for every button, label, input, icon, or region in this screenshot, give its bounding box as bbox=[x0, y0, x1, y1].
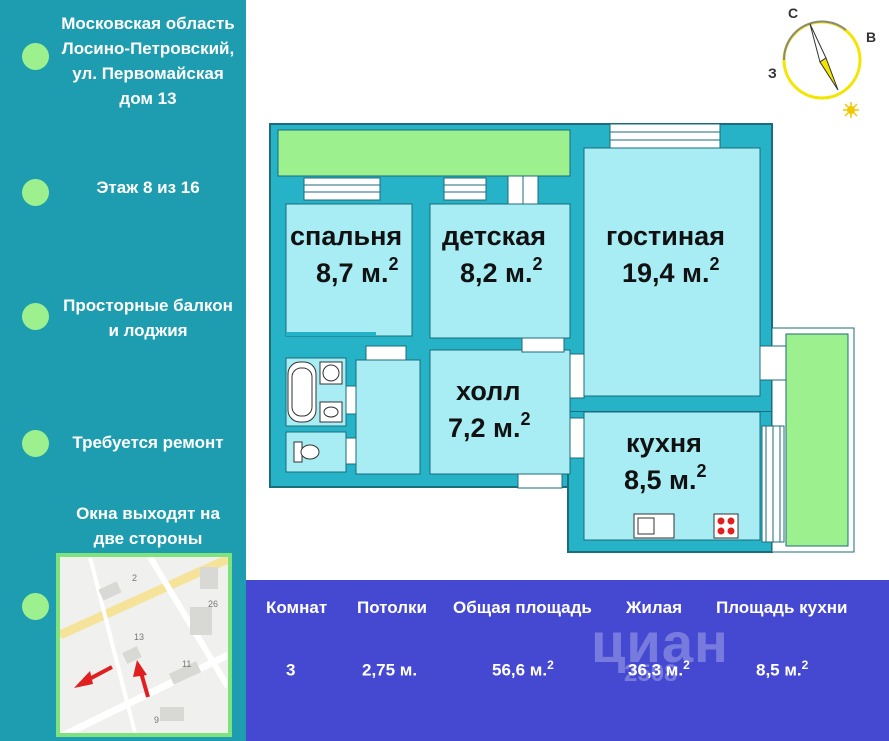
door bbox=[569, 353, 585, 399]
kitchen-sink-icon bbox=[633, 513, 675, 539]
compass-west: З bbox=[768, 65, 777, 81]
header-living-area: Жилая bbox=[626, 598, 682, 617]
header-total-area: Общая площадь bbox=[453, 598, 592, 617]
floor-plan: С В З bbox=[246, 0, 889, 580]
map-svg: 2 26 13 11 9 bbox=[60, 557, 228, 733]
watermark-phone: 2508 bbox=[624, 660, 678, 687]
balcony-door bbox=[507, 175, 539, 205]
door bbox=[345, 437, 357, 465]
floor-plan-svg: С В З bbox=[269, 5, 876, 553]
room-area: 7,2 м.2 bbox=[448, 409, 531, 443]
map-label: 11 bbox=[182, 659, 191, 669]
summary-bar: циан 2508 Комнат Потолки Общая площадь Ж… bbox=[246, 580, 889, 741]
window bbox=[303, 177, 381, 201]
map-label: 9 bbox=[154, 715, 159, 725]
sun-icon bbox=[843, 102, 859, 118]
header-ceilings: Потолки bbox=[357, 598, 428, 617]
value-total-area: 56,6 м.2 bbox=[492, 658, 554, 680]
compass-north: С bbox=[788, 5, 798, 21]
living-room bbox=[583, 147, 761, 397]
floor-text: Этаж 8 из 16 bbox=[96, 178, 200, 197]
balcony-text: Просторные балкон и лоджия bbox=[50, 293, 246, 343]
balcony bbox=[277, 129, 571, 177]
windows-text: Окна выходят на две стороны bbox=[50, 501, 246, 551]
bullet-icon bbox=[22, 303, 49, 330]
kids-room bbox=[429, 203, 571, 339]
door bbox=[521, 337, 565, 353]
window bbox=[443, 177, 487, 201]
door bbox=[759, 345, 787, 381]
balcony-line: Просторные балкон bbox=[63, 296, 233, 315]
value-living-area: 36,3 м.2 bbox=[628, 658, 690, 680]
arrow-icon bbox=[133, 660, 150, 698]
address-line: Московская область bbox=[61, 14, 235, 33]
value-rooms: 3 bbox=[286, 660, 296, 680]
window bbox=[609, 123, 721, 149]
bathtub-icon bbox=[287, 361, 317, 423]
header-rooms: Комнат bbox=[266, 598, 328, 617]
loggia bbox=[785, 333, 849, 547]
room-name: холл bbox=[456, 376, 520, 406]
toilet-icon bbox=[293, 441, 320, 463]
arrow-icon bbox=[74, 665, 113, 688]
corridor bbox=[355, 359, 421, 475]
room-name: детская bbox=[442, 221, 546, 251]
map-label: 13 bbox=[134, 632, 144, 642]
watermark: циан bbox=[591, 611, 729, 674]
bullet-icon bbox=[22, 43, 49, 70]
balcony-line: и лоджия bbox=[108, 321, 188, 340]
room-name: гостиная bbox=[606, 221, 725, 251]
door bbox=[345, 385, 357, 415]
compass-icon: С В З bbox=[768, 5, 876, 118]
bullet-icon bbox=[22, 179, 49, 206]
bedroom bbox=[285, 203, 413, 337]
compass-east: В bbox=[866, 29, 876, 45]
room-area: 8,2 м.2 bbox=[460, 254, 543, 288]
map-label: 2 bbox=[132, 573, 137, 583]
bullet-icon bbox=[22, 430, 49, 457]
room-area: 8,5 м.2 bbox=[624, 461, 707, 495]
sink-icon bbox=[319, 401, 343, 423]
door bbox=[365, 345, 407, 361]
windows-line: две стороны bbox=[93, 529, 203, 548]
address-line: дом 13 bbox=[119, 89, 177, 108]
windows-line: Окна выходят на bbox=[76, 504, 220, 523]
hall bbox=[429, 349, 571, 475]
door bbox=[569, 417, 585, 459]
stove-icon bbox=[713, 513, 739, 539]
room-name: спальня bbox=[290, 221, 402, 251]
room-area: 19,4 м.2 bbox=[622, 254, 720, 288]
map-label: 26 bbox=[208, 599, 218, 609]
address-text: Московская область Лосино-Петровский, ул… bbox=[50, 11, 246, 111]
value-ceilings: 2,75 м. bbox=[362, 660, 418, 680]
bullet-icon bbox=[22, 593, 49, 620]
location-map: 2 26 13 11 9 bbox=[56, 553, 232, 737]
repair-text: Требуется ремонт bbox=[72, 433, 224, 452]
entrance-door bbox=[517, 473, 563, 489]
info-sidebar: Московская область Лосино-Петровский, ул… bbox=[0, 0, 246, 741]
address-line: ул. Первомайская bbox=[72, 64, 224, 83]
header-kitchen-area: Площадь кухни bbox=[716, 598, 848, 617]
value-kitchen-area: 8,5 м.2 bbox=[756, 658, 809, 680]
room-name: кухня bbox=[626, 428, 702, 458]
washer-icon bbox=[319, 361, 343, 385]
room-area: 8,7 м.2 bbox=[316, 254, 399, 288]
address-line: Лосино-Петровский, bbox=[61, 39, 235, 58]
